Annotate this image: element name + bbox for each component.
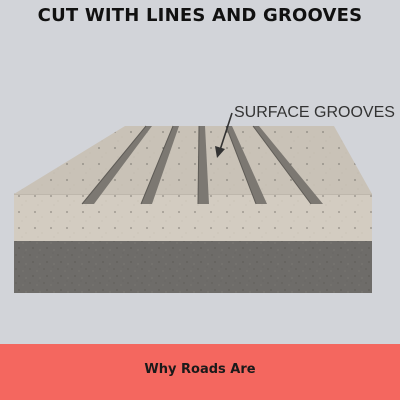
slab-top-surface [14,126,372,194]
callout-label: SURFACE GROOVES [234,104,395,121]
groove-5 [253,126,323,204]
groove-1 [82,126,152,204]
page-title: CUT WITH LINES AND GROOVES [37,5,363,26]
groove-2 [141,126,179,204]
groove-3 [198,126,209,204]
groove-4 [226,126,267,204]
surface-grooves [81,125,323,205]
footer-banner-text: Why Roads Are [144,362,256,377]
base-layer [14,239,372,293]
callout-arrow [215,112,233,158]
footer-banner: Why Roads Are [0,344,400,400]
